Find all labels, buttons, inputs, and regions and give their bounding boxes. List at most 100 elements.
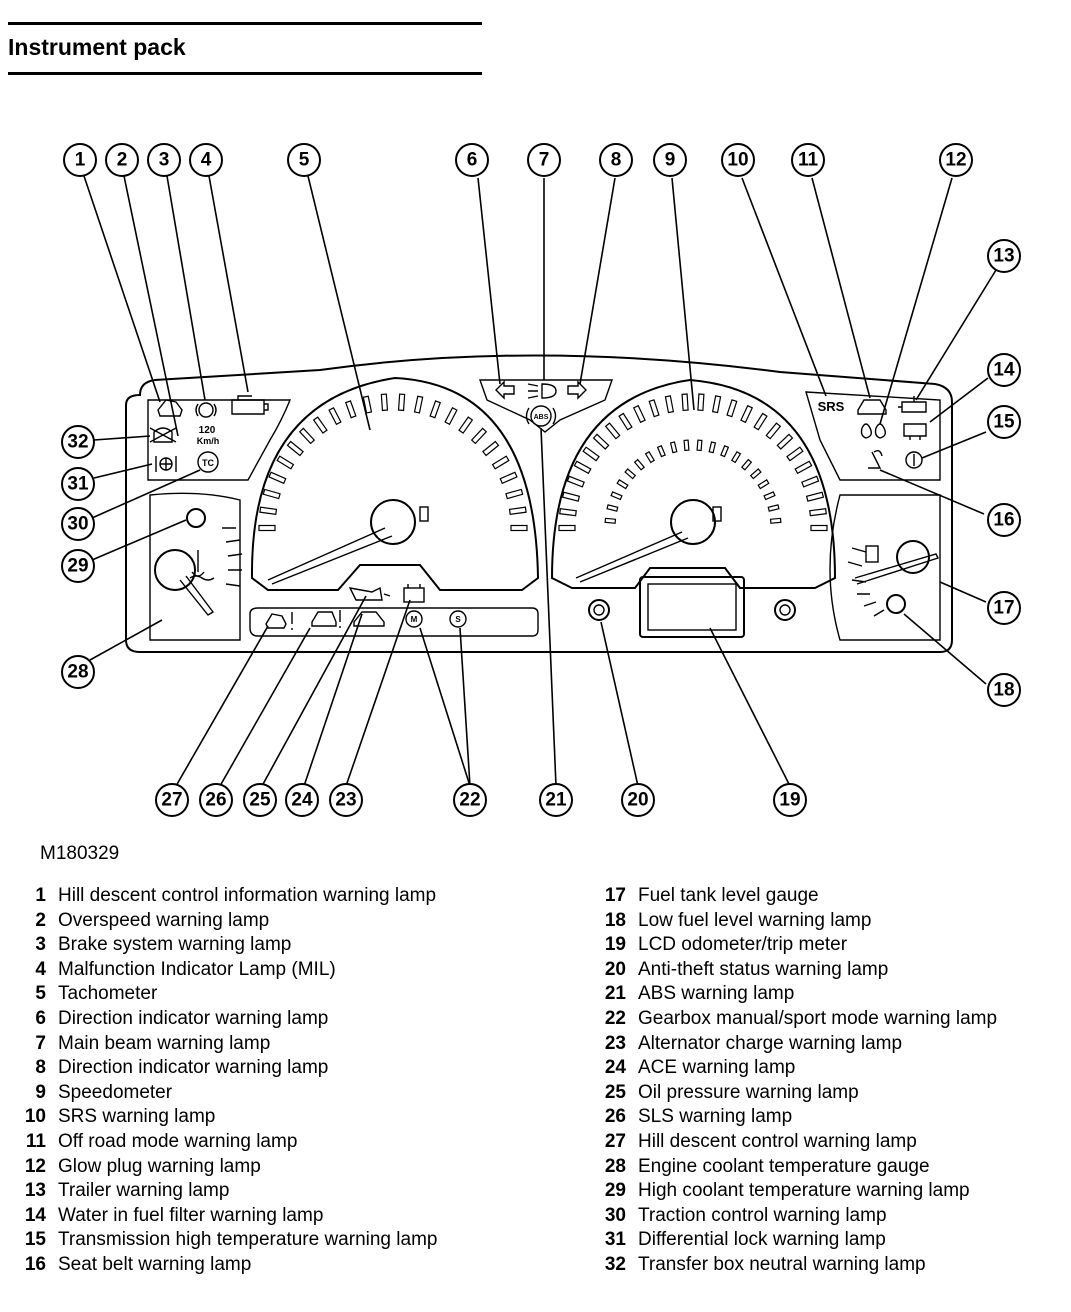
callout-31: 31 [61, 467, 95, 501]
callout-2: 2 [105, 143, 139, 177]
left-indicator-icon [495, 380, 515, 400]
tachometer-hub [370, 499, 416, 545]
tachometer-tick [258, 524, 276, 532]
bottom-lamp-strip: M S [265, 584, 467, 630]
callout-26: 26 [199, 783, 233, 817]
abs-label: ABS [534, 414, 549, 421]
svg-text:7: 7 [539, 150, 550, 171]
speedometer-inner-tick [616, 479, 629, 490]
svg-text:12: 12 [945, 150, 966, 171]
speedometer-tick [726, 399, 738, 418]
callout-29: 29 [61, 549, 95, 583]
callout-28: 28 [61, 655, 95, 689]
speedometer-inner-tick [763, 491, 776, 501]
transfer-neutral-icon [149, 427, 177, 443]
callout-30: 30 [61, 507, 95, 541]
svg-text:18: 18 [993, 680, 1014, 701]
speedometer-tick [566, 475, 585, 488]
speedometer-inner-tick [610, 491, 623, 501]
tachometer-tick [344, 400, 357, 419]
svg-text:16: 16 [993, 510, 1014, 531]
svg-text:3: 3 [159, 150, 170, 171]
speedometer-tick [592, 433, 610, 450]
tachometer-tick [262, 488, 281, 500]
callout-18: 18 [987, 673, 1021, 707]
callout-3: 3 [147, 143, 181, 177]
tachometer-tick [298, 427, 316, 445]
svg-text:23: 23 [335, 790, 356, 811]
svg-text:10: 10 [727, 150, 748, 171]
svg-text:26: 26 [205, 790, 226, 811]
oil-pressure-icon [348, 586, 391, 601]
svg-text:13: 13 [993, 246, 1014, 267]
speedometer-tick [809, 508, 827, 517]
speedometer-tick [776, 433, 794, 450]
speedometer-tick [558, 524, 576, 532]
speedometer-tick [618, 412, 633, 431]
callout-27: 27 [155, 783, 189, 817]
leader-lines [83, 175, 997, 787]
sport-mode-icon [449, 610, 467, 628]
speedometer-inner-tick [767, 504, 780, 512]
speedometer-tick [664, 395, 675, 414]
low-fuel-lamp [886, 594, 906, 614]
svg-text:9: 9 [665, 150, 676, 171]
tachometer-tick [510, 524, 528, 532]
engine-mil-icon [231, 395, 269, 415]
svg-text:28: 28 [67, 662, 88, 683]
speedometer-inner-tick [749, 468, 762, 480]
speedometer-inner-tick [604, 517, 617, 524]
overspeed-value: 120 [199, 425, 216, 436]
hill-descent-info-icon [157, 399, 183, 417]
manual-mode-icon [405, 610, 423, 628]
callout-22: 22 [453, 783, 487, 817]
callout-16: 16 [987, 503, 1021, 537]
svg-text:32: 32 [67, 432, 88, 453]
tachometer-tick [362, 395, 373, 414]
tachometer-tick [444, 407, 458, 426]
speedometer-tick [801, 475, 820, 488]
odometer-reset-lamp [774, 599, 796, 621]
speedometer-tick [740, 404, 754, 424]
trailer-icon [898, 396, 927, 413]
tachometer-tick [505, 488, 524, 500]
svg-text:20: 20 [627, 790, 648, 811]
callout-11: 11 [791, 143, 825, 177]
ace-icon [353, 611, 385, 627]
callout-20: 20 [621, 783, 655, 817]
speedometer-inner-tick [708, 441, 717, 454]
callout-14: 14 [987, 353, 1021, 387]
tachometer-tick [508, 506, 527, 516]
speedometer-tick [711, 395, 722, 414]
callout-6: 6 [455, 143, 489, 177]
speedometer-tick [681, 393, 689, 411]
main-beam-icon [527, 383, 557, 399]
callout-15: 15 [987, 405, 1021, 439]
tachometer-tick [380, 393, 389, 412]
svg-text:25: 25 [249, 790, 271, 811]
speedometer-scale [558, 393, 828, 532]
manual-label: M [411, 615, 418, 624]
tachometer-tick [482, 440, 500, 457]
callout-17: 17 [987, 591, 1021, 625]
srs-label: SRS [818, 399, 845, 414]
callout-8: 8 [599, 143, 633, 177]
speedometer-inner-tick [740, 458, 753, 471]
svg-text:15: 15 [993, 412, 1015, 433]
fuel-gauge [847, 540, 939, 617]
